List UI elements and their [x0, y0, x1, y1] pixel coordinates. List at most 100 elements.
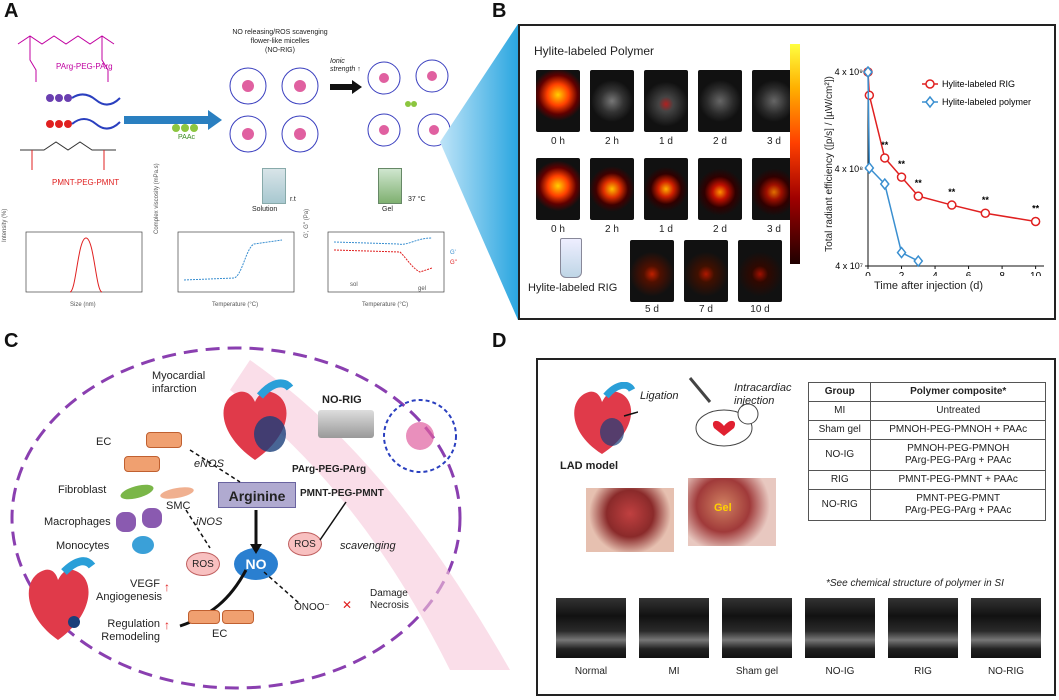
mi-label: Myocardial infarction	[152, 370, 206, 395]
echo-labels-row: Normal MI Sham gel NO-IG RIG NO-RIG	[556, 666, 1041, 677]
x-tick-label: 10	[1030, 271, 1042, 276]
y-tick-label: 4 x 10⁷	[835, 261, 863, 271]
echo-label: Sham gel	[735, 666, 779, 677]
legend-g1: G'	[450, 250, 456, 256]
table-cell: PMNOH-PEG-PMNOH PArg-PEG-PArg + PAAc	[870, 439, 1046, 471]
mouse-image	[536, 158, 580, 220]
norig-label: NO-RIG	[322, 394, 362, 406]
regulation-up-arrow: ↑	[164, 618, 170, 632]
table-row: NO-RIG PMNT-PEG-PMNT PArg-PEG-PArg + PAA…	[807, 489, 1046, 521]
visc-ylabel: Complex viscosity (mPa.s)	[154, 163, 160, 234]
ionic-strength-label: Ionic strength ↑	[330, 58, 361, 73]
ec-bottom-icon	[188, 610, 220, 624]
polymer-title: Hylite-labeled Polymer	[534, 44, 655, 58]
time-label: 1 d	[659, 224, 673, 235]
injection-label: Intracardiac injection	[734, 382, 792, 407]
pmnt-structure	[20, 141, 116, 170]
rig-images-row-late	[630, 240, 782, 302]
mouse-image	[644, 158, 688, 220]
dls-plot: Intensity (%) Size (nm)	[2, 209, 146, 312]
parg-structure	[17, 35, 115, 82]
rig-labels-row-late: 5 d 7 d 10 d	[630, 304, 782, 315]
viscosity-plot: Complex viscosity (mPa.s) Temperature (°…	[154, 163, 298, 312]
panel-d-frame: Ligation LAD model Intracardiac injectio…	[536, 358, 1056, 696]
mod-ylabel: G', G'' (Pa)	[304, 208, 310, 238]
echo-image	[556, 598, 626, 658]
ec-bottom-icon-2	[222, 610, 254, 624]
table-cell: Sham gel	[807, 420, 872, 440]
data-point	[896, 246, 907, 259]
echo-images-row	[556, 598, 1041, 658]
significance-label: **	[982, 195, 990, 205]
mouse-image	[644, 70, 688, 132]
y-tick-label: 4 x 10⁹	[835, 67, 864, 77]
time-label: 2 h	[605, 224, 619, 235]
table-cell: NO-IG	[807, 439, 872, 471]
inos-label: iNOS	[196, 516, 223, 528]
legend-g2: G''	[450, 260, 457, 266]
table-row: MI Untreated	[807, 401, 1046, 421]
table-cell: Untreated	[870, 401, 1046, 421]
ros-circle-left: ROS	[186, 552, 220, 576]
mouse-image	[752, 70, 796, 132]
ionic-arrow	[330, 80, 362, 94]
data-point	[1030, 216, 1041, 227]
panel-letter-d: D	[492, 330, 507, 352]
ec-cell-icon-2	[124, 456, 160, 472]
mod-axes	[327, 231, 445, 293]
panel-letter-b: B	[492, 0, 507, 22]
pink-swoosh	[230, 360, 510, 670]
color-scale-bar	[790, 44, 800, 264]
gel-small-label: gel	[418, 286, 427, 292]
damage-label: Damage Necrosis	[370, 588, 409, 611]
time-label: 7 d	[699, 304, 713, 315]
surgery-photo-ligation	[586, 488, 674, 552]
echo-label: Normal	[574, 666, 608, 677]
fibroblast-label: Fibroblast	[58, 484, 107, 496]
macrophages-label: Macrophages	[44, 516, 111, 528]
data-point	[880, 153, 890, 163]
visc-xlabel: Temperature (°C)	[212, 302, 259, 308]
table-cell: RIG	[807, 470, 872, 490]
group-table: Group Polymer composite* MI Untreated Sh…	[807, 382, 1046, 521]
table-cell: PMNT-PEG-PMNT PArg-PEG-PArg + PAAc	[870, 489, 1046, 521]
heart-infarct-icon	[223, 379, 294, 460]
panel-a: PArg-PEG-PArg PMNT-PEG-PMNT PAAc NO rele…	[0, 0, 480, 330]
mouse-image	[536, 70, 580, 132]
x-tick-label: 4	[932, 271, 938, 276]
micelle-title: NO releasing/ROS scavenging flower-like …	[232, 29, 328, 54]
x-tick-label: 8	[999, 271, 1005, 276]
dashed-ellipse	[10, 346, 462, 690]
table-cell: NO-RIG	[807, 489, 872, 521]
mod-xlabel: Temperature (°C)	[362, 302, 409, 308]
regulation-label: Regulation Remodeling	[101, 618, 160, 643]
chart-ylabel: Total radiant efficiency ([p/s] / [µW/cm…	[824, 76, 835, 252]
polymer-labels-row: 0 h 2 h 1 d 2 d 3 d	[536, 136, 796, 147]
echo-label: NO-RIG	[987, 666, 1025, 677]
legend-label: Hylite-labeled RIG	[942, 79, 1015, 89]
macrophage-icon	[116, 512, 136, 532]
data-point	[896, 172, 907, 182]
series-line	[867, 71, 1036, 223]
data-point	[980, 208, 991, 218]
data-point	[864, 90, 875, 101]
time-label: 3 d	[767, 224, 781, 235]
pathway-arrows	[179, 449, 347, 628]
x-tick-label: 6	[966, 271, 972, 276]
data-point	[913, 191, 924, 201]
polymer-chains	[46, 93, 121, 130]
smc-label: SMC	[166, 500, 191, 512]
onoo-label: ONOO⁻	[294, 602, 330, 613]
temp37-label: 37 °C	[408, 196, 426, 203]
dls-xlabel: Size (nm)	[70, 302, 96, 308]
panel-letter-c: C	[4, 330, 19, 352]
data-point	[863, 66, 873, 79]
echo-image	[639, 598, 709, 658]
mouse-image	[698, 158, 742, 220]
paac-label: PAAc	[178, 134, 195, 141]
table-cell: MI	[807, 401, 872, 421]
ros-circle-right: ROS	[288, 532, 322, 556]
zoom-wedge-ab	[440, 24, 518, 320]
rig-title: Hylite-labeled RIG	[528, 282, 618, 294]
